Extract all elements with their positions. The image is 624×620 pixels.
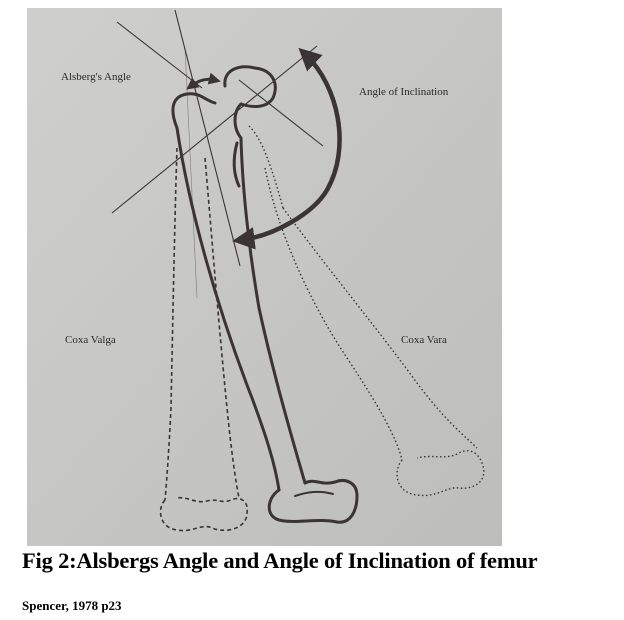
femur-condyles <box>267 479 359 524</box>
coxa-valga-label: Coxa Valga <box>65 334 116 346</box>
coxa-vara-shaft-left <box>264 167 403 461</box>
condyle-notch <box>294 490 334 497</box>
alsberg-angle-arrow <box>186 72 221 90</box>
femur-angle-figure: Alsberg's Angle Angle of Inclination Cox… <box>27 8 502 546</box>
coxa-valga-outline <box>159 147 249 532</box>
coxa-valga-condyles <box>159 496 249 532</box>
greater-trochanter <box>171 92 217 130</box>
inclination-angle-arrow <box>232 47 342 250</box>
femur-diagram-svg: Alsberg's Angle Angle of Inclination Cox… <box>27 8 502 546</box>
figure-source-citation: Spencer, 1978 p23 <box>22 598 122 613</box>
femoral-shaft-axis-line <box>174 9 241 267</box>
inclination-angle-label: Angle of Inclination <box>359 86 449 98</box>
femur-lateral-cortex <box>175 126 281 492</box>
alsberg-angle-label: Alsberg's Angle <box>61 71 131 83</box>
coxa-valga-shaft-right <box>204 157 240 499</box>
faint-axis-line <box>184 47 198 299</box>
figure-caption: Fig 2:Alsbergs Angle and Angle of Inclin… <box>22 548 538 573</box>
coxa-vara-label: Coxa Vara <box>401 334 447 346</box>
coxa-valga-shaft-left <box>164 147 178 501</box>
